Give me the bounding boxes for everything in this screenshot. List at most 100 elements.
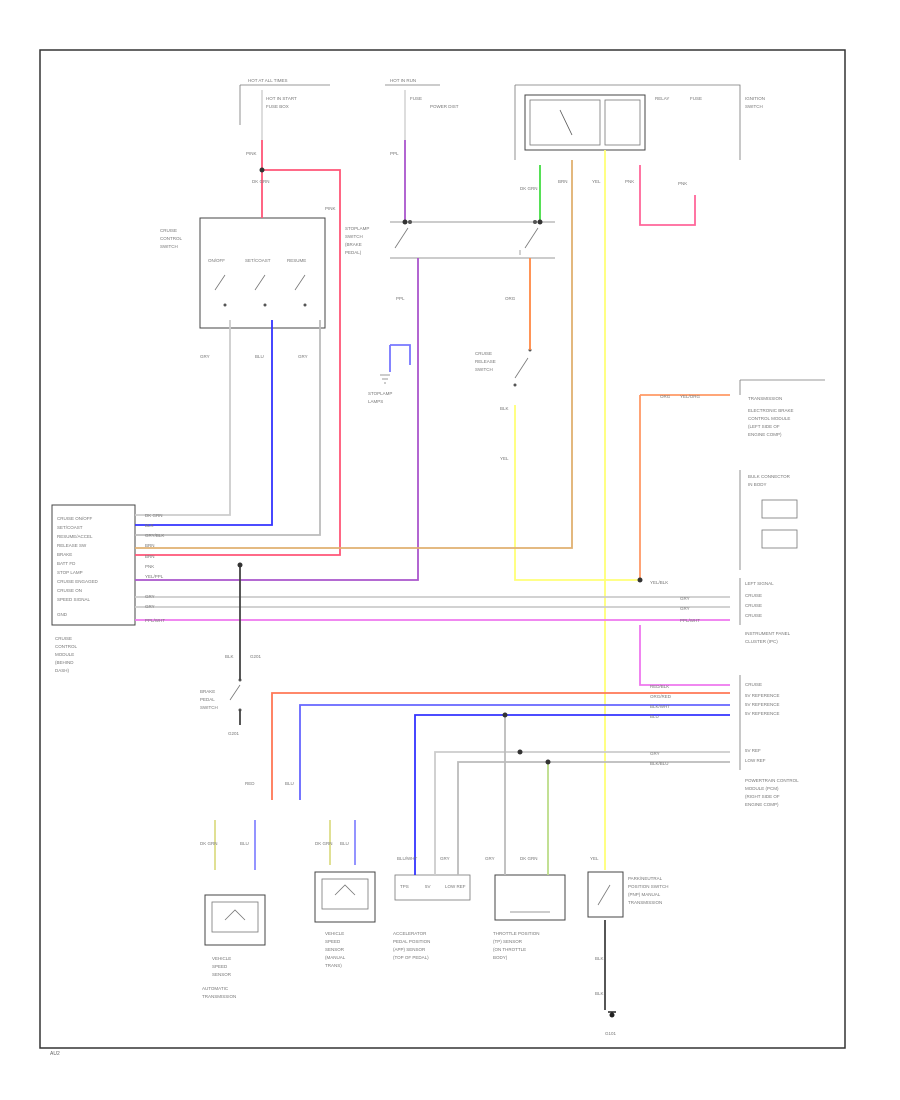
svg-text:GRY: GRY (650, 751, 660, 756)
svg-text:CLUSTER (IPC): CLUSTER (IPC) (745, 639, 778, 644)
wire-red-2 (135, 169, 341, 556)
svg-text:VEHICLE: VEHICLE (212, 956, 231, 961)
svg-text:CRUISE ENGAGED: CRUISE ENGAGED (57, 579, 99, 584)
wire-purple-2 (135, 258, 419, 581)
svg-text:LEFT SIGNAL: LEFT SIGNAL (745, 581, 774, 586)
vehicle-speed-sensor-manual: VEHICLE SPEED SENSOR (MANUAL TRANS) (314, 871, 376, 968)
svg-text:5V REFERENCE: 5V REFERENCE (745, 711, 780, 716)
svg-text:GND: GND (57, 612, 68, 617)
svg-text:BATT FD: BATT FD (57, 561, 76, 566)
svg-text:POSITION SWITCH: POSITION SWITCH (628, 884, 669, 889)
svg-text:GRY: GRY (145, 604, 155, 609)
svg-text:SENSOR: SENSOR (212, 972, 232, 977)
svg-text:CRUISE: CRUISE (55, 636, 72, 641)
footer-code: AU2 (50, 1051, 60, 1057)
svg-text:GRY: GRY (680, 596, 690, 601)
svg-text:IGNITION: IGNITION (745, 96, 765, 101)
svg-text:TRANS): TRANS) (325, 963, 342, 968)
svg-text:YEL: YEL (590, 856, 599, 861)
svg-text:BLK: BLK (595, 956, 604, 961)
svg-text:VEHICLE: VEHICLE (325, 931, 344, 936)
svg-text:SPEED SIGNAL: SPEED SIGNAL (57, 597, 91, 602)
svg-text:GRY: GRY (200, 354, 210, 359)
transmission-range-switch: PARK/NEUTRAL POSITION SWITCH (PNP) MANUA… (587, 871, 669, 918)
svg-text:FUSE: FUSE (690, 96, 702, 101)
svg-text:DK GRN: DK GRN (315, 841, 333, 846)
ground-g101: G101 (605, 1011, 617, 1036)
relay-component (524, 94, 646, 151)
svg-text:PINK: PINK (246, 151, 257, 156)
svg-text:POWERTRAIN CONTROL: POWERTRAIN CONTROL (745, 778, 799, 783)
svg-text:ORG: ORG (505, 296, 516, 301)
svg-text:MODULE (PCM): MODULE (PCM) (745, 786, 779, 791)
svg-text:MODULE: MODULE (55, 652, 74, 657)
svg-text:TRANSMISSION: TRANSMISSION (628, 900, 662, 905)
svg-text:BLK: BLK (225, 654, 234, 659)
svg-text:CONTROL: CONTROL (160, 236, 182, 241)
svg-text:BODY): BODY) (493, 955, 508, 960)
svg-text:LOW REF: LOW REF (445, 884, 466, 889)
cruise-control-module: CRUISE ON/OFF SET/COAST RESUME/ACCEL REL… (51, 504, 136, 673)
svg-text:ORG: ORG (660, 394, 671, 399)
svg-text:BLK: BLK (595, 991, 604, 996)
svg-text:FUSE BOX: FUSE BOX (266, 104, 289, 109)
svg-text:POWER DIST: POWER DIST (430, 104, 459, 109)
svg-text:BLU: BLU (285, 781, 294, 786)
svg-text:CRUISE: CRUISE (745, 593, 762, 598)
svg-text:PARK/NEUTRAL: PARK/NEUTRAL (628, 876, 663, 881)
svg-text:HOT AT ALL TIMES: HOT AT ALL TIMES (248, 78, 288, 83)
wire-labels: PINK DK GRN PINK PPL DK GRN BRN YEL PNK … (145, 151, 701, 996)
diagram-frame (39, 49, 846, 1049)
svg-text:BRN: BRN (558, 179, 568, 184)
svg-text:ON/OFF: ON/OFF (208, 258, 225, 263)
svg-text:AUTOMATIC: AUTOMATIC (202, 986, 229, 991)
fuse-block-right: BULK CONNECTOR IN BODY (739, 470, 798, 570)
svg-text:PEDAL): PEDAL) (345, 250, 362, 255)
svg-text:CRUISE: CRUISE (160, 228, 177, 233)
svg-text:TRANSMISSION: TRANSMISSION (748, 396, 782, 401)
svg-text:SWITCH: SWITCH (200, 705, 218, 710)
svg-text:DK GRN: DK GRN (520, 186, 538, 191)
svg-text:TPS: TPS (400, 884, 409, 889)
svg-text:ENGINE COMP): ENGINE COMP) (748, 432, 782, 437)
svg-text:THROTTLE POSITION: THROTTLE POSITION (493, 931, 540, 936)
svg-text:BLU: BLU (340, 841, 349, 846)
svg-text:ORG/RED: ORG/RED (650, 694, 672, 699)
svg-text:RELEASE: RELEASE (475, 359, 496, 364)
svg-text:RELAY: RELAY (655, 96, 669, 101)
svg-text:(BEHIND: (BEHIND (55, 660, 74, 665)
svg-text:BLU: BLU (255, 354, 264, 359)
svg-text:BLU: BLU (240, 841, 249, 846)
svg-text:YEL: YEL (500, 456, 509, 461)
svg-text:LOW REF: LOW REF (745, 758, 766, 763)
svg-text:BRN: BRN (145, 554, 155, 559)
svg-text:STOP LAMP: STOP LAMP (57, 570, 83, 575)
svg-text:PINK: PINK (325, 206, 336, 211)
svg-text:(RIGHT SIDE OF: (RIGHT SIDE OF (745, 794, 780, 799)
wire-blue-sensors (299, 704, 730, 800)
svg-text:HOT IN START: HOT IN START (266, 96, 297, 101)
wire-magenta-2 (639, 625, 730, 686)
module-box (51, 504, 136, 626)
splices (237, 167, 643, 765)
wire-red-sensors (271, 692, 730, 800)
svg-text:BULK CONNECTOR: BULK CONNECTOR (748, 474, 791, 479)
svg-text:GRY: GRY (440, 856, 450, 861)
powertrain-control-module: CRUISE 5V REFERENCE 5V REFERENCE 5V REFE… (739, 675, 799, 807)
svg-text:GRY: GRY (680, 606, 690, 611)
svg-text:YEL/PPL: YEL/PPL (145, 574, 164, 579)
svg-text:SWITCH: SWITCH (160, 244, 178, 249)
svg-text:CRUISE: CRUISE (745, 613, 762, 618)
svg-text:SPEED: SPEED (325, 939, 341, 944)
throttle-position-sensor: THROTTLE POSITION (TP) SENSOR (ON THROTT… (493, 874, 566, 960)
svg-text:BLK/BLU: BLK/BLU (650, 761, 669, 766)
svg-text:PEDAL POSITION: PEDAL POSITION (393, 939, 430, 944)
wire-pink-right (639, 165, 696, 226)
vehicle-speed-sensor-auto: VEHICLE SPEED SENSOR AUTOMATIC TRANSMISS… (202, 894, 266, 999)
clutch-switch: CRUISE RELEASE SWITCH (475, 348, 532, 387)
svg-text:BLU/WHT: BLU/WHT (397, 856, 418, 861)
wire-gray-sensors-2 (457, 761, 730, 875)
wire-blue-app (414, 714, 730, 875)
svg-text:GRY: GRY (298, 354, 308, 359)
